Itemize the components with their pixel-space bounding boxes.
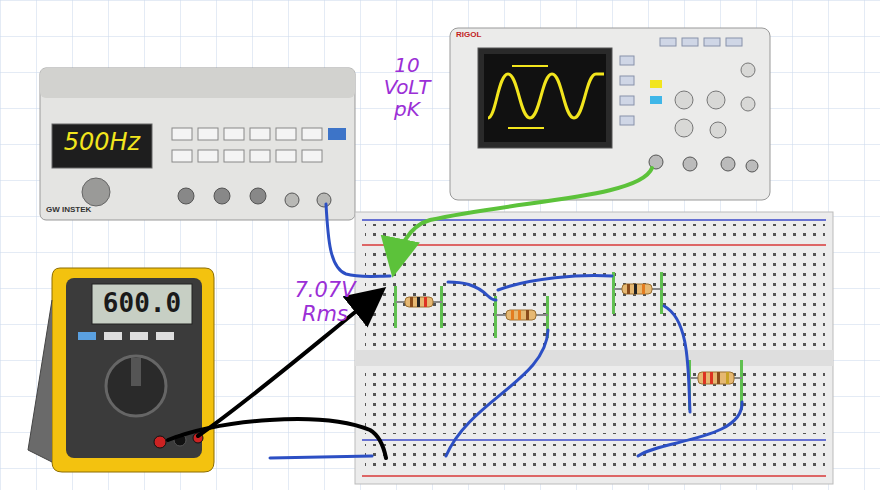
breadboard	[355, 212, 833, 484]
handwritten-note: 7.07V Rms	[286, 278, 364, 326]
multimeter	[28, 268, 214, 472]
brand-label: RIGOL	[456, 30, 496, 40]
wire	[168, 168, 742, 458]
resistor-symbol	[690, 372, 742, 384]
meter-display: 600.0	[94, 288, 190, 319]
display-reading: 500Hz	[56, 128, 148, 157]
handwritten-note: 10 VoLT pK	[372, 54, 442, 120]
brand-label: GW INSTEK	[46, 205, 116, 215]
function-generator	[40, 68, 355, 220]
resistor-symbol	[496, 310, 548, 320]
resistor-symbol	[614, 284, 662, 294]
oscilloscope	[450, 28, 770, 200]
resistor-symbol	[396, 297, 442, 307]
